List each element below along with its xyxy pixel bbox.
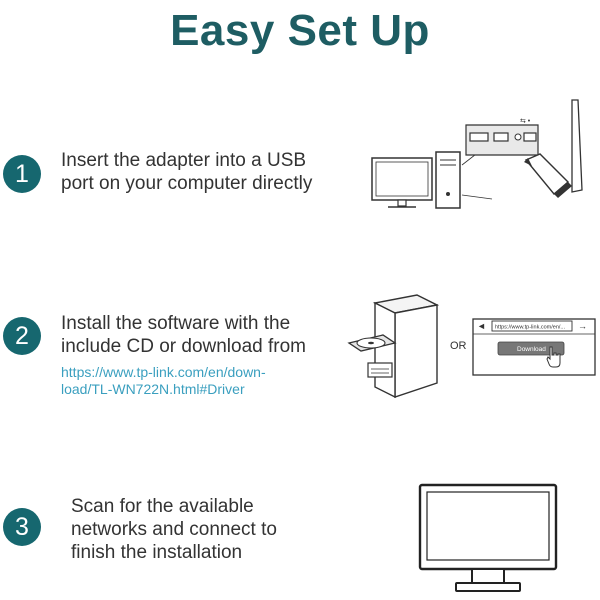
usb-port-icon: ⇆ • [461,118,539,200]
step-1-line-2: port on your computer directly [61,173,313,194]
step-1-line-1: Insert the adapter into a USB [61,150,307,171]
browser-download-icon: ◄ https://www.tp-link.com/en/... → Downl… [472,318,596,376]
download-button[interactable]: Download [517,346,546,353]
step-2-line-2: include CD or download from [61,336,307,357]
driver-download-link[interactable]: https://www.tp-link.com/en/down- load/TL… [61,364,266,398]
svg-text:◄: ◄ [477,321,486,331]
or-label: OR [450,340,467,352]
pc-tower-cd-icon [347,294,440,399]
step-number-badge: 3 [3,508,41,546]
step-2-text: Install the software with the include CD… [61,312,306,358]
step-number-badge: 1 [3,155,41,193]
monitor-icon [418,483,558,592]
step-3-line-1: Scan for the available [71,496,254,517]
step-3-line-3: finish the installation [71,542,243,563]
step-3-text: Scan for the available networks and conn… [71,495,277,564]
desktop-computer-icon [371,151,461,209]
page-title: Easy Set Up [170,6,430,55]
browser-url: https://www.tp-link.com/en/... [495,325,565,331]
usb-wifi-adapter-icon [524,99,583,198]
hand-cursor-icon [546,346,561,368]
driver-link-line-1: https://www.tp-link.com/en/down- [61,364,266,380]
svg-text:→: → [578,321,587,331]
step-1-text: Insert the adapter into a USB port on yo… [61,149,312,195]
step-number-badge: 2 [3,317,41,355]
step-2-line-1: Install the software with the [61,313,291,334]
driver-link-line-2: load/TL-WN722N.html#Driver [61,381,245,397]
step-3-line-2: networks and connect to [71,519,277,540]
svg-text:⇆ •: ⇆ • [520,118,531,125]
